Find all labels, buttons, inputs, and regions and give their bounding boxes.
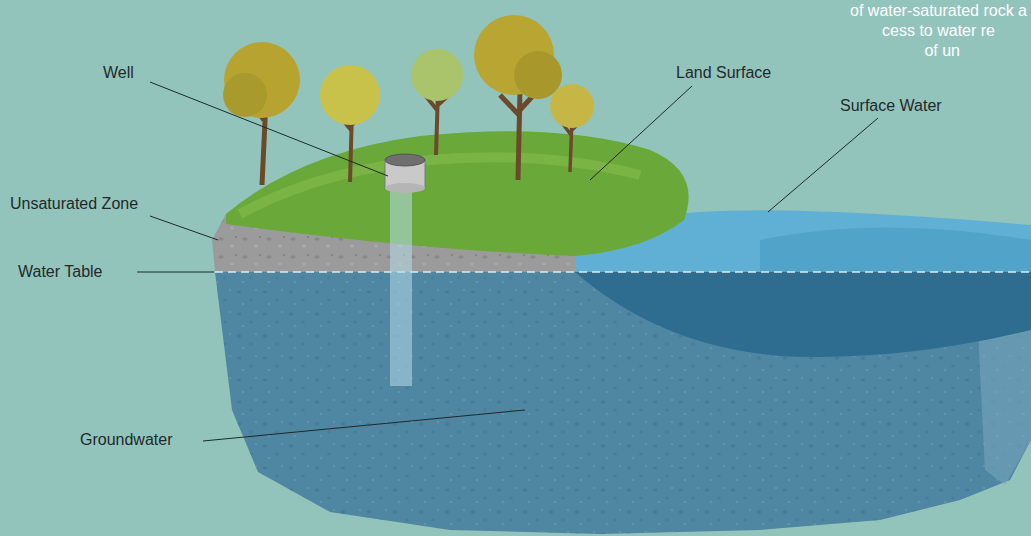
part-label: Water Table [18, 263, 102, 281]
part-label: Land Surface [676, 64, 771, 82]
part-label: Well [103, 64, 134, 82]
part-label: Surface Water [840, 97, 942, 115]
trees [223, 15, 594, 185]
groundwater-texture [215, 272, 1031, 534]
leader-lines [137, 82, 878, 441]
grass-shade [240, 157, 640, 214]
note-text: cess to water re [882, 22, 995, 40]
part-label: Unsaturated Zone [10, 195, 138, 213]
part-label: Groundwater [80, 431, 173, 449]
note-text: of un [924, 42, 960, 60]
water-table-line [215, 271, 1031, 273]
lake-highlight [760, 228, 1031, 273]
land-surface-grass [226, 131, 689, 256]
well-base [385, 183, 425, 193]
note-text: of water-saturated rock a [850, 2, 1027, 20]
groundwater-block [215, 272, 1031, 534]
lake-basin [575, 272, 1031, 357]
well-rim [385, 154, 425, 166]
well-shaft [390, 186, 412, 386]
